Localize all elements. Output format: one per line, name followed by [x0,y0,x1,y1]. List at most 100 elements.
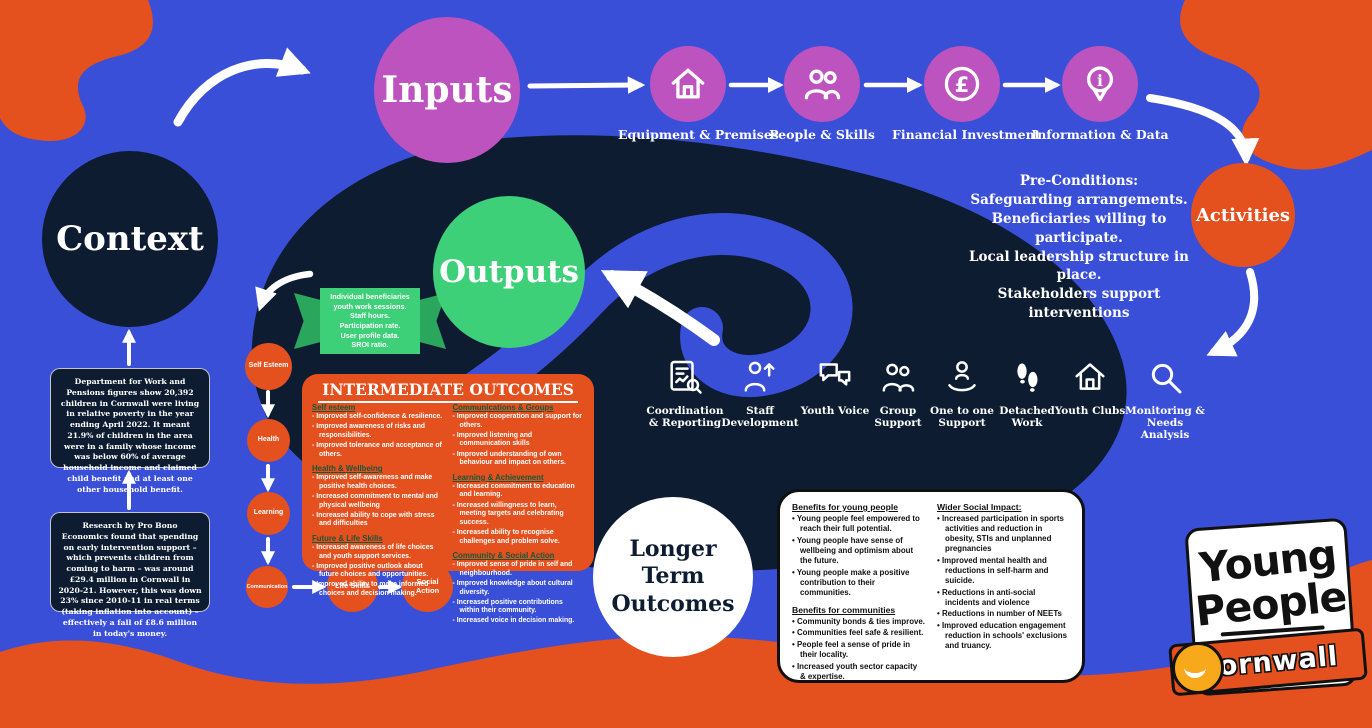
activity-item-monitoring-needs-analysis: Monitoring & Needs Analysis [1124,357,1206,441]
activities-node: Activities [1191,163,1295,267]
activity-label: Staff Development [721,405,799,430]
longer-term-benefits-box: Benefits for young people Young people f… [777,489,1085,683]
house-icon [671,68,705,99]
context-node: Context [42,151,218,327]
io-section-heading: Learning & Achievement [452,472,544,482]
outputs-node: Outputs [433,196,585,348]
activity-item-one-to-one-support: One to one Support [923,357,1001,429]
chain-node-communication: Communication [246,566,288,608]
intermediate-outcomes-box: INTERMEDIATE OUTCOMES Self esteem Improv… [302,374,594,624]
input-label: People & Skills [769,127,875,142]
house-icon [1075,363,1105,390]
input-icon-circle [650,46,726,122]
io-section-heading: Self esteem [312,403,356,412]
inputs-node: Inputs [374,17,520,163]
research-box-2-text: Research by Pro Bono Economics found tha… [58,521,202,638]
input-item-people-skills: People & Skills [752,46,892,142]
input-icon-circle [784,46,860,122]
io-section-health-wellbeing: Health & Wellbeing Improved self-awarene… [312,464,444,529]
preconditions-block: Pre-Conditions:Safeguarding arrangements… [950,172,1208,323]
list-item: Improved cooperation and support for oth… [453,413,585,430]
list-item: Local leadership structure in place. [969,248,1189,284]
person-growth-icon [744,361,775,392]
list-item: Improved sense of pride in self and neig… [453,561,585,578]
list-item: Improved knowledge about cultural divers… [453,580,585,597]
benefits-heading-young-people: Benefits for young people [792,502,898,512]
list-item: Young people have sense of wellbeing and… [792,536,925,566]
orange-wave-bottom [0,636,1372,728]
research-box-1: Department for Work and Pensions figures… [50,368,210,494]
list-item: Young people feel empowered to reach the… [792,514,925,534]
list-item: Improved positive outlook about future c… [312,563,444,580]
list-item: Improved awareness of risks and responsi… [312,423,444,440]
activities-label: Activities [1195,204,1291,226]
list-item: Increased commitment to mental and physi… [312,493,444,510]
benefits-heading-communities: Benefits for communities [792,604,896,615]
intermediate-column-2: Communications & Groups Improved coopera… [453,403,585,631]
input-item-financial-investment: £ Financial Investment [892,46,1041,142]
io-section-community-social-action: Community & Social Action Improved sense… [453,551,585,626]
activity-label: One to one Support [930,405,994,430]
list-item: youth work sessions. [333,301,407,311]
input-label: Information & Data [1031,127,1169,142]
pound-coin-icon: £ [944,66,980,102]
list-item: Increased commitment to education and le… [453,483,585,500]
chain-label: Communication [246,583,288,590]
activity-label: Monitoring & Needs Analysis [1125,405,1205,442]
io-section-future-life-skills: Future & Life Skills Increased awareness… [312,534,444,599]
list-item: Beneficiaries willing to participate. [991,210,1167,246]
list-item: Communities feel safe & resilient. [792,628,925,638]
list-item: Individual beneficiaries [330,291,410,301]
arrow-inputs-to-equipment [527,76,646,94]
input-item-information-data: i Information & Data [1030,46,1170,142]
input-label: Equipment & Premises [618,127,779,142]
research-box-1-text: Department for Work and Pensions figures… [60,377,200,494]
list-item: Increased participation in sports activi… [937,514,1070,554]
list-item: Improved tolerance and acceptance of oth… [312,442,444,459]
activity-label: Youth Voice [800,405,870,417]
arrow-activities-row-to-outputs [600,270,720,346]
activity-item-coordination-reporting: Coordination & Reporting [646,357,724,429]
benefits-bullets-wider-social-impact: Increased participation in sports activi… [937,514,1070,651]
io-section-heading: Community & Social Action [452,551,555,561]
list-item: Improved self-confidence & resilience. [312,413,444,422]
io-section-bullets: Increased awareness of life choices and … [312,544,444,599]
io-section-heading: Future & Life Skills [312,533,383,543]
list-item: User profile data. [340,330,400,340]
list-item: Improved self-awareness and make positiv… [312,474,444,491]
list-item: Increased youth sector capacity & expert… [792,662,925,682]
input-item-equipment-premises: Equipment & Premises [618,46,779,142]
longer-term-outcomes-node: Longer Term Outcomes [593,497,753,657]
chain-label: Health [257,436,280,444]
io-section-self-esteem: Self esteem Improved self-confidence & r… [312,403,444,459]
flow-arrows [122,47,1260,594]
activity-item-group-support: Group Support [859,357,937,429]
input-icon-circle: £ [924,46,1000,122]
smiley-face-icon [1172,642,1224,694]
orange-wave-top-right [1180,0,1372,170]
intermediate-outcomes-title-text: INTERMEDIATE OUTCOMES [318,380,578,403]
chain-node-health: Health [247,419,290,462]
activity-item-youth-clubs: Youth Clubs [1051,357,1129,417]
list-item: Staff hours. [350,311,390,321]
people-icon [804,69,841,100]
list-item: Improved ability to make informed choice… [312,581,444,598]
input-label: Financial Investment [892,127,1041,142]
svg-text:£: £ [955,72,970,97]
arrow-information-to-activities [1146,94,1260,167]
longer-term-outcomes-label: Longer Term Outcomes [611,535,735,617]
magnifier-icon [1151,363,1182,394]
io-section-bullets: Improved sense of pride in self and neig… [453,561,585,626]
footprints-icon [1017,363,1038,392]
context-label: Context [56,219,204,259]
list-item: Young people make a positive contributio… [792,568,925,598]
list-item: SROI ratio. [351,340,389,350]
intermediate-column-1: Self esteem Improved self-confidence & r… [312,403,444,631]
list-item: Community bonds & ties improve. [792,617,925,627]
activity-item-staff-development: Staff Development [721,357,799,429]
chain-node-learning: Learning [247,492,290,535]
arrow-activities-to-monitoring [1206,268,1259,357]
io-section-bullets: Improved self-confidence & resilience.Im… [312,413,444,459]
